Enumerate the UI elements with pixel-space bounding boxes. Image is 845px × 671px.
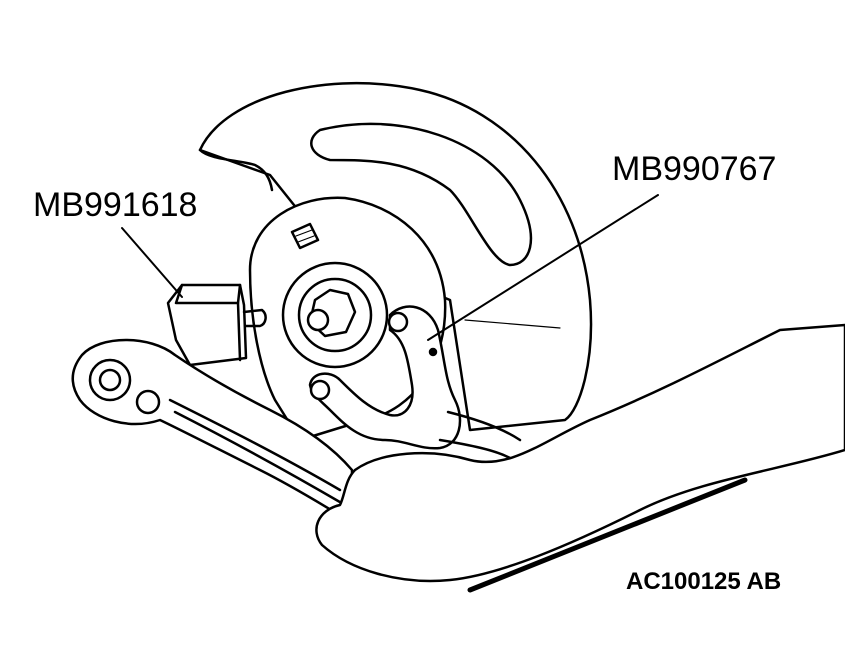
label-tool-right: MB990767 — [612, 150, 777, 188]
lower-arm-outline — [470, 480, 745, 590]
label-tool-left: MB991618 — [33, 186, 198, 224]
figure-id: AC100125 AB — [626, 568, 782, 595]
leader-line-right — [428, 195, 658, 340]
hub-flange — [250, 198, 445, 440]
leader-line-left — [122, 228, 182, 297]
flange-holder-tool — [310, 307, 520, 458]
hand — [316, 325, 845, 581]
disc-vent-slot — [311, 124, 531, 265]
